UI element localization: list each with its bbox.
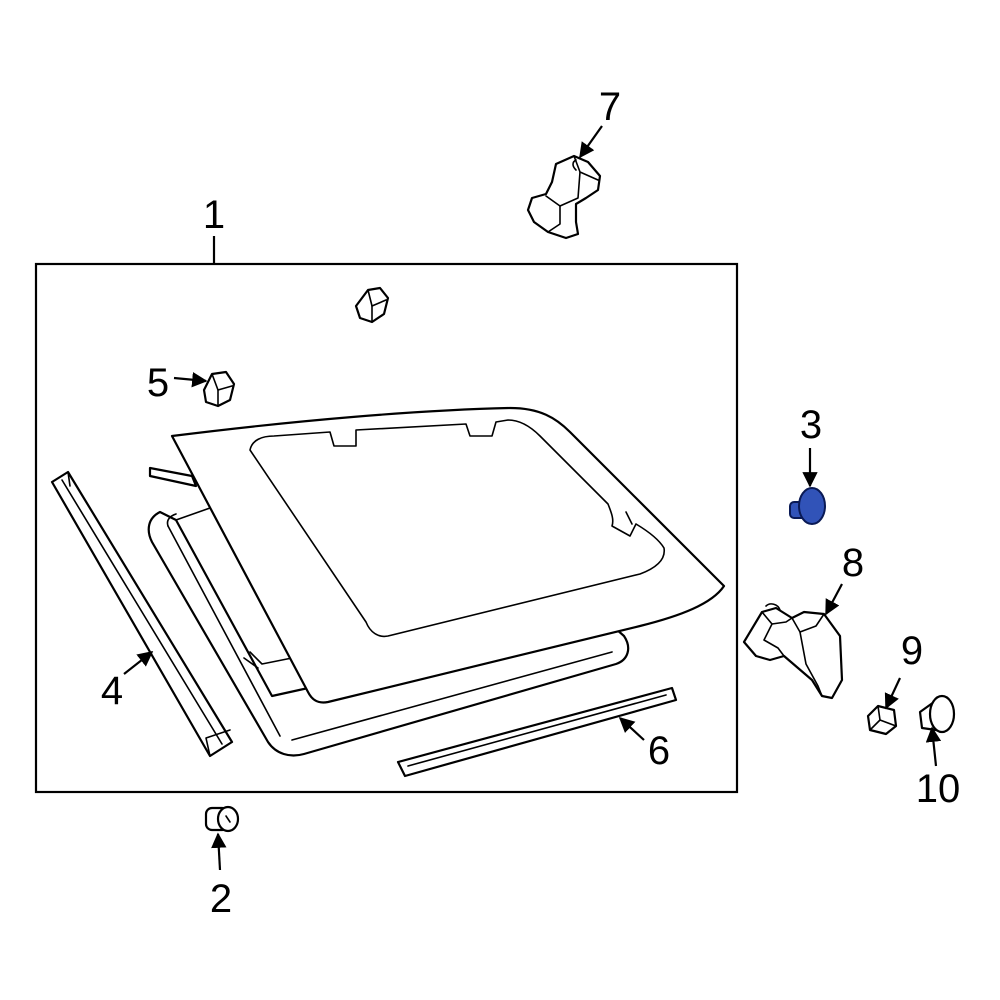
assembly-frame (34, 262, 739, 794)
callout-6: 6 (648, 729, 670, 773)
leader-6 (618, 716, 645, 741)
leader-5 (173, 372, 208, 388)
window-frame (147, 507, 630, 757)
part-6-molding[interactable] (396, 686, 678, 778)
leader-2 (211, 832, 227, 871)
callout-3: 3 (800, 403, 822, 447)
callout-2: 2 (210, 877, 232, 921)
part-3-grommet[interactable] (789, 487, 826, 525)
part-5-clip[interactable] (202, 370, 236, 408)
glass-strut (148, 466, 198, 488)
part-10-cap[interactable] (918, 694, 956, 734)
leader-8 (825, 583, 843, 616)
callout-1: 1 (203, 193, 225, 237)
part-4-molding[interactable] (50, 470, 234, 758)
part-8-hinge[interactable] (742, 603, 844, 700)
callout-10: 10 (916, 767, 961, 811)
part-1-glass[interactable] (170, 406, 726, 704)
leader-4 (123, 651, 154, 675)
part-9-nut[interactable] (866, 704, 898, 736)
leader-10 (925, 726, 942, 767)
part-2-grommet[interactable] (204, 805, 240, 833)
callout-4: 4 (101, 669, 123, 713)
callout-8: 8 (842, 541, 864, 585)
top-clip (354, 286, 390, 324)
part-7-bracket[interactable] (526, 154, 602, 240)
callout-5: 5 (147, 361, 169, 405)
leader-7 (579, 125, 603, 159)
leader-9 (884, 677, 901, 710)
callout-9: 9 (901, 629, 923, 673)
callout-7: 7 (599, 85, 621, 129)
